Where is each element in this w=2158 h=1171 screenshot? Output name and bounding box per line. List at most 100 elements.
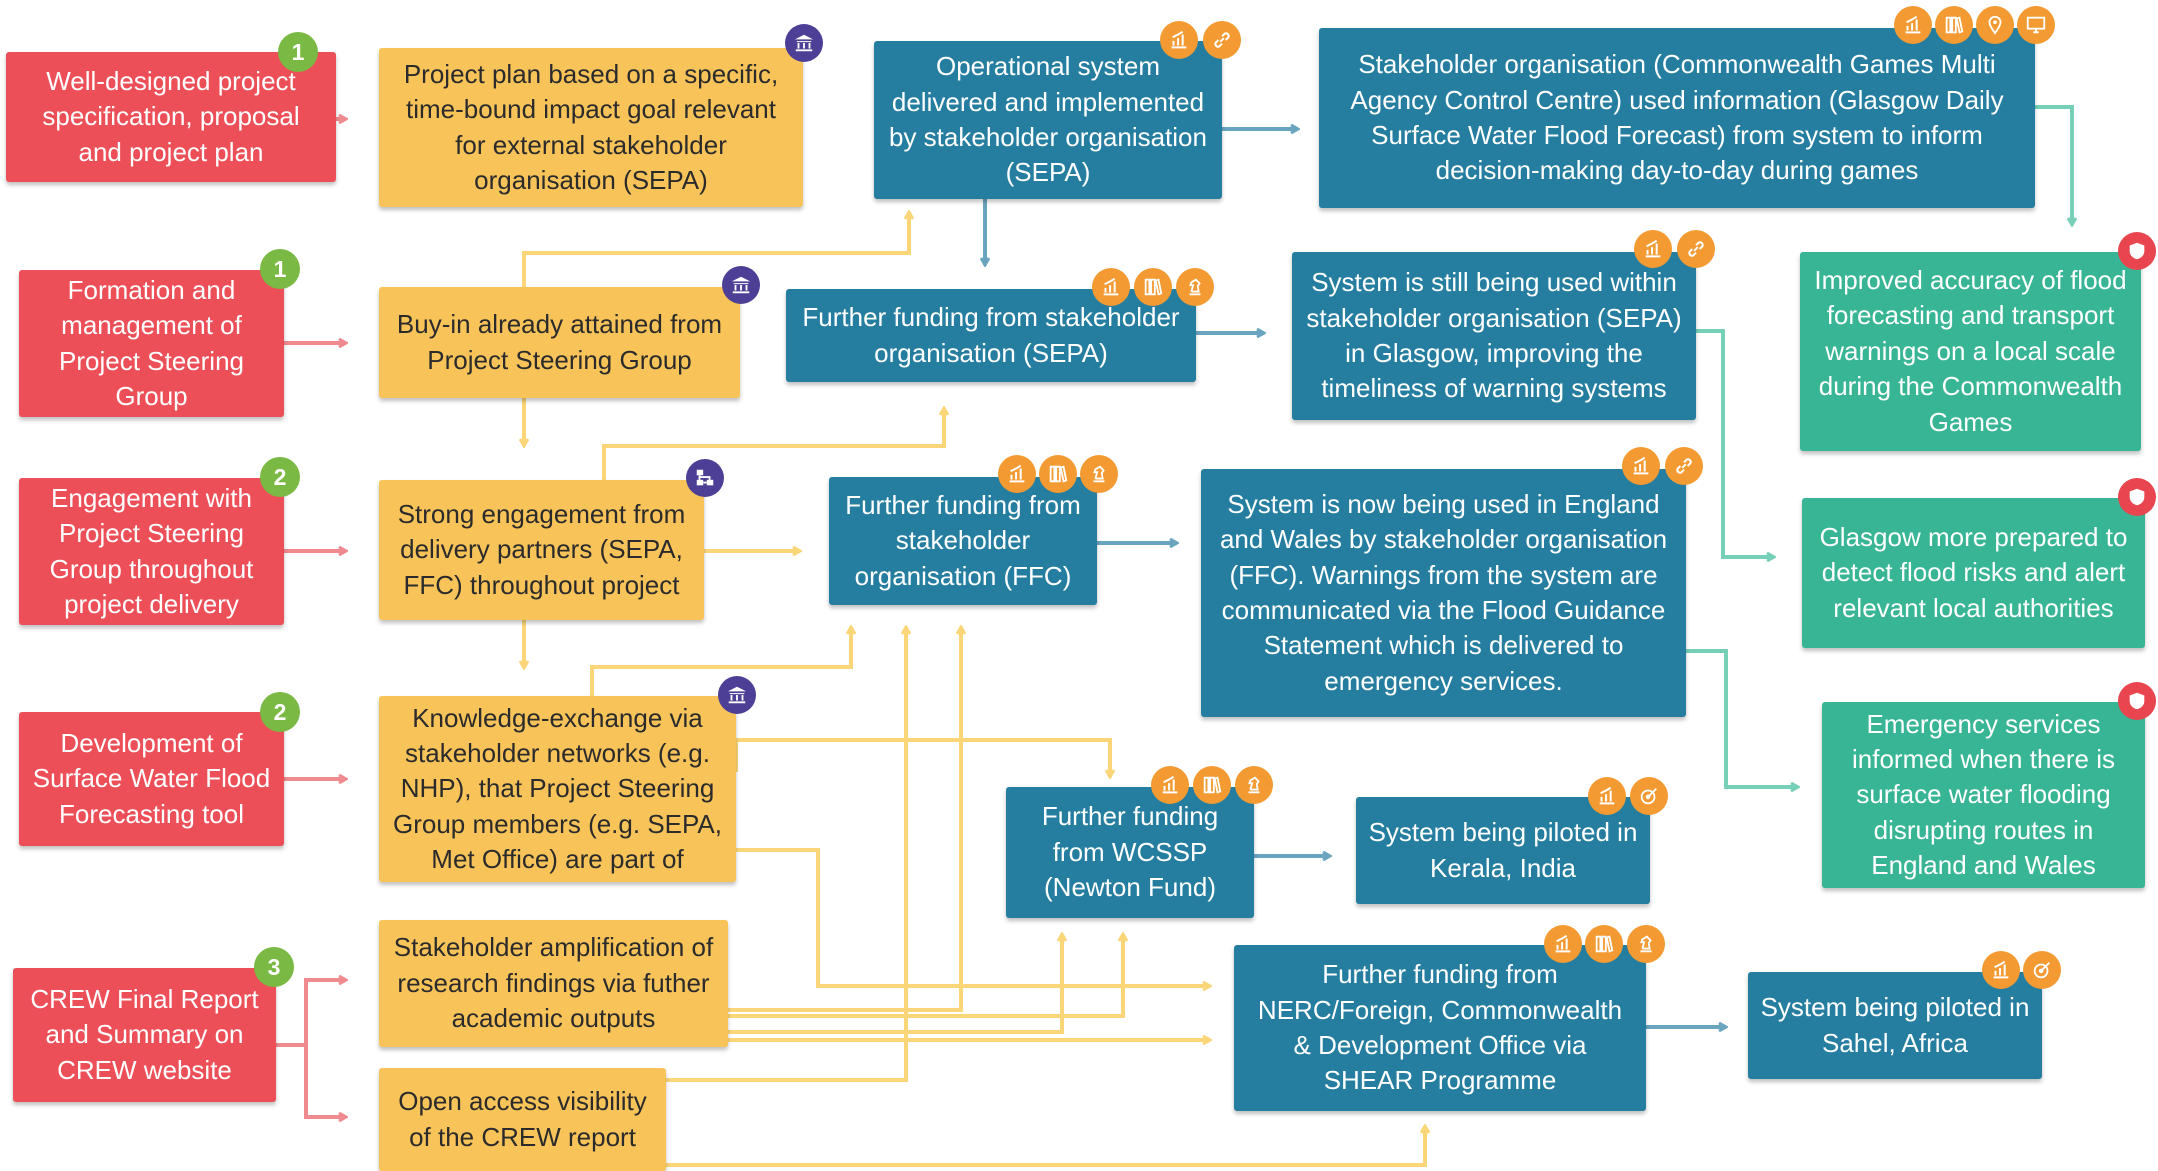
activity-text: Knowledge-exchange via stakeholder netwo… xyxy=(393,702,722,875)
chart-icon xyxy=(1092,268,1130,306)
pathway-box-sahel-pilot: System being piloted in Sahel, Africa xyxy=(1748,972,2042,1079)
pathway-box-nerc-funding: Further funding from NERC/Foreign, Commo… xyxy=(1234,945,1646,1111)
impact-text: Glasgow more prepared to detect flood ri… xyxy=(1819,521,2128,623)
institution-icon xyxy=(785,24,823,62)
chart-icon xyxy=(1634,230,1672,268)
impact-text: Improved accuracy of flood forecasting a… xyxy=(1814,265,2127,437)
arrow-england-emergency xyxy=(1686,649,1798,787)
arrow-knowledge-wcssp xyxy=(734,738,1110,777)
pathway-text: Operational system delivered and impleme… xyxy=(889,51,1207,188)
link-icon xyxy=(1203,21,1241,59)
pathway-text: System is still being used within stakeh… xyxy=(1306,267,1682,404)
books-icon xyxy=(1193,766,1231,804)
arrow-engagement-sepa xyxy=(602,408,944,480)
pathway-text: Stakeholder organisation (Commonwealth G… xyxy=(1350,49,2004,186)
books-icon xyxy=(1935,6,1973,44)
input-text: CREW Final Report and Summary on CREW we… xyxy=(30,983,259,1085)
pathway-text: Further funding from NERC/Foreign, Commo… xyxy=(1257,959,1623,1096)
activity-text: Buy-in already attained from Project Ste… xyxy=(396,309,723,375)
chart-icon xyxy=(1544,925,1582,963)
arrow-knowledge-nerc xyxy=(736,848,1210,986)
activity-box-amplification: Stakeholder amplification of research fi… xyxy=(379,920,728,1047)
arrow-amplification-wcssp2 xyxy=(728,934,1123,1018)
books-icon xyxy=(1039,455,1077,493)
activity-box-knowledge-exchange: Knowledge-exchange via stakeholder netwo… xyxy=(379,696,736,882)
chess-knight-icon xyxy=(1176,268,1214,306)
target-icon xyxy=(2023,951,2061,989)
input-box-final-report: CREW Final Report and Summary on CREW we… xyxy=(13,968,276,1102)
books-icon xyxy=(1585,925,1623,963)
input-box-steering-group: Formation and management of Project Stee… xyxy=(19,270,284,417)
chart-icon xyxy=(1588,777,1626,815)
location-icon xyxy=(1976,6,2014,44)
activity-text: Open access visibility of the CREW repor… xyxy=(398,1086,647,1152)
arrow-knowledge-ffc xyxy=(590,627,851,696)
monitor-icon xyxy=(2017,6,2055,44)
activity-box-open-access: Open access visibility of the CREW repor… xyxy=(379,1068,666,1171)
activity-text: Project plan based on a specific, time-b… xyxy=(403,58,779,195)
activity-text: Strong engagement from delivery partners… xyxy=(397,498,686,600)
pathway-text: System being piloted in Sahel, Africa xyxy=(1760,992,2030,1058)
input-box-engagement: Engagement with Project Steering Group t… xyxy=(19,478,284,625)
pathway-box-wcssp-funding: Further funding from WCSSP (Newton Fund) xyxy=(1006,787,1254,918)
arrow-openaccess-ffc xyxy=(666,627,906,1082)
chess-knight-icon xyxy=(1080,455,1118,493)
chart-icon xyxy=(1894,6,1932,44)
pathway-text: System being piloted in Kerala, India xyxy=(1368,817,1638,883)
input-text: Development of Surface Water Flood Forec… xyxy=(32,727,271,829)
impact-text: Emergency services informed when there i… xyxy=(1851,708,2116,881)
arrow-games-accuracy xyxy=(2035,105,2072,225)
impact-box-emergency-services: Emergency services informed when there i… xyxy=(1822,702,2145,888)
arrow-still-used-glasgow xyxy=(1696,329,1774,557)
input-text: Formation and management of Project Stee… xyxy=(59,274,244,411)
arrow-amplification-wcssp xyxy=(728,934,1062,1034)
institution-icon xyxy=(718,676,756,714)
activity-box-strong-engagement: Strong engagement from delivery partners… xyxy=(379,480,704,620)
target-icon xyxy=(1630,777,1668,815)
arrow-openaccess-nerc xyxy=(666,1126,1425,1167)
institution-icon xyxy=(722,266,760,304)
link-icon xyxy=(1665,447,1703,485)
pathway-box-operational-system: Operational system delivered and impleme… xyxy=(874,41,1222,199)
pathway-box-england-wales: System is now being used in England and … xyxy=(1201,469,1686,717)
pathway-text: System is now being used in England and … xyxy=(1219,488,1668,696)
input-box-tool-development: Development of Surface Water Flood Forec… xyxy=(19,712,284,846)
input-box-project-spec: Well-designed project specification, pro… xyxy=(6,52,336,182)
step-badge: 2 xyxy=(260,692,300,732)
arrow-buyin-operational xyxy=(522,212,909,287)
arrow-amplification-ffc xyxy=(728,627,961,1012)
impact-box-glasgow-prepared: Glasgow more prepared to detect flood ri… xyxy=(1802,498,2145,648)
chess-knight-icon xyxy=(1235,766,1273,804)
pathway-box-kerala-pilot: System being piloted in Kerala, India xyxy=(1356,797,1650,904)
input-text: Engagement with Project Steering Group t… xyxy=(49,482,254,619)
chart-icon xyxy=(998,455,1036,493)
shield-icon xyxy=(2118,478,2156,516)
pathway-text: Further funding from WCSSP (Newton Fund) xyxy=(1041,801,1219,903)
chart-icon xyxy=(1622,447,1660,485)
step-badge: 1 xyxy=(278,32,318,72)
impact-box-forecast-accuracy: Improved accuracy of flood forecasting a… xyxy=(1800,252,2141,451)
step-badge: 1 xyxy=(260,249,300,289)
arrow-input-5 xyxy=(276,980,346,1047)
activity-text: Stakeholder amplification of research fi… xyxy=(393,932,714,1034)
chart-icon xyxy=(1982,951,2020,989)
pathway-box-commonwealth-games: Stakeholder organisation (Commonwealth G… xyxy=(1319,28,2035,208)
step-badge: 3 xyxy=(254,947,294,987)
shield-icon xyxy=(2118,232,2156,270)
link-icon xyxy=(1677,230,1715,268)
pathway-text: Further funding from stakeholder organis… xyxy=(802,302,1180,368)
shield-icon xyxy=(2118,682,2156,720)
step-badge: 2 xyxy=(260,457,300,497)
chart-icon xyxy=(1160,21,1198,59)
pathway-box-sepa-funding: Further funding from stakeholder organis… xyxy=(786,289,1196,382)
network-icon xyxy=(686,459,724,497)
chess-knight-icon xyxy=(1627,925,1665,963)
pathway-box-still-used-glasgow: System is still being used within stakeh… xyxy=(1292,252,1696,420)
pathway-text: Further funding from stakeholder organis… xyxy=(845,489,1081,591)
books-icon xyxy=(1134,268,1172,306)
activity-box-buy-in: Buy-in already attained from Project Ste… xyxy=(379,287,740,398)
arrow-input-5b xyxy=(304,1045,346,1117)
chart-icon xyxy=(1151,766,1189,804)
